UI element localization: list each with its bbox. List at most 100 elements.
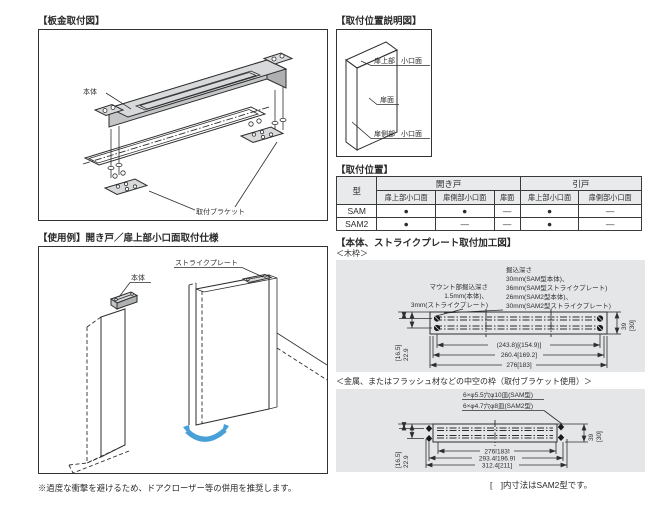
machining-title: 【本体、ストライクプレート取付加工図】 (336, 238, 517, 249)
door-jamb (188, 282, 197, 425)
body-leader-line (105, 92, 132, 110)
horizontal-dimensions: 276[183] 293.4[196.9] 312.4[211] (425, 439, 568, 470)
svg-text:30mm(SAM2型ストライクプレート): 30mm(SAM2型ストライクプレート) (506, 301, 611, 310)
top-edge-leader (360, 60, 430, 66)
strike-plate-label: ストライクプレート (175, 259, 238, 267)
hole-spec-labels: 6×φ5.5穴φ10皿(SAM型) 6×φ4.7穴φ8皿(SAM2型) (462, 390, 563, 425)
body-label: 本体 (131, 273, 145, 282)
table-row-sam: SAM ● ● — ● — (335, 204, 642, 218)
hole-spec-sam2: 6×φ4.7穴φ8皿(SAM2型) (463, 401, 533, 410)
dim-left-b: 22.9 (403, 455, 410, 468)
svg-text:36mm(SAM型ストライクプレート): 36mm(SAM型ストライクプレート) (506, 283, 607, 292)
mark-cell: ● (519, 217, 580, 231)
hollow-frame-caption: ＜金属、またはフラッシュ材などの中空の枠（取付ブラケット使用）＞ (336, 377, 592, 386)
mark-cell: — (434, 217, 495, 231)
dim-outer-span: 276[183] (506, 362, 531, 369)
sheet-metal-diagram-frame: 本体 取付ブラケット (38, 29, 328, 221)
dim-left-a: [16.5] (395, 345, 402, 361)
mark-cell: ● (376, 217, 436, 231)
pos-explain-diagram: 扉上部 小口面 扉面 扉側部 小口面 (345, 41, 430, 151)
subcol-side-edge-sliding: 扉側部小口面 (578, 190, 642, 205)
mounting-bracket-left (103, 170, 149, 196)
hollow-frame-panel: 6×φ5.5穴φ10皿(SAM型) 6×φ4.7穴φ8皿(SAM2型) 276[… (336, 389, 645, 472)
dim-left-a: [16.5] (395, 452, 402, 468)
svg-text:3mm(ストライクプレート): 3mm(ストライクプレート) (411, 301, 488, 309)
strike-plate (241, 273, 273, 284)
svg-text:1.5mm(本体)、: 1.5mm(本体)、 (444, 291, 488, 300)
pos-explain-title: 【取付位置説明図】 (336, 16, 422, 27)
table-header-row-groups: 型 開き戸 引戸 (335, 176, 643, 205)
left-vertical-dimensions: [16.5] 22.9 (395, 422, 433, 468)
dim-hole-span: (243.8)[(154.9)] (497, 342, 542, 349)
svg-text:26mm(SAM2型本体)、: 26mm(SAM2型本体)、 (506, 292, 572, 301)
table-header-row-sub: 扉上部小口面 扉側部小口面 扉面 扉上部小口面 扉側部小口面 (337, 190, 642, 205)
subcol-face: 扉面 (493, 190, 521, 205)
mark-cell: ● (519, 204, 580, 218)
mark-cell: — (578, 204, 642, 218)
routing-depth-label: 掘込深さ 30mm(SAM型本体)、 36mm(SAM型ストライクプレート) 2… (443, 265, 611, 314)
body-label: 本体 (83, 87, 97, 96)
side-edge-leader (351, 121, 430, 139)
subcol-side-edge: 扉側部小口面 (434, 190, 495, 205)
mount-depth-label: マウント部掘込深さ 1.5mm(本体)、 3mm(ストライクプレート) (411, 282, 489, 317)
screw-marks (425, 423, 565, 442)
dim-left-b: 22.9 (403, 348, 410, 361)
strike-leader-line (174, 267, 264, 278)
model-cell: SAM (335, 204, 378, 218)
wood-frame-diagram: マウント部掘込深さ 1.5mm(本体)、 3mm(ストライクプレート) 掘込深さ… (395, 265, 636, 369)
mark-cell: — (578, 217, 642, 231)
col-header-model: 型 (335, 176, 378, 205)
dim-right-a: 39 (588, 433, 595, 441)
hollow-frame-diagram: 6×φ5.5穴φ10皿(SAM型) 6×φ4.7穴φ8皿(SAM2型) 276[… (395, 390, 603, 470)
dim-inner: 276[183] (484, 449, 509, 456)
pos-explain-frame: 扉上部 小口面 扉面 扉側部 小口面 (336, 29, 432, 157)
left-wall-panel (68, 291, 139, 473)
usage-note: ※過度な衝撃を避けるため、ドアクローザー等の併用を推奨します。 (38, 483, 297, 493)
pos-table-title: 【取付位置】 (336, 165, 394, 176)
bracket-label: 取付ブラケット (196, 207, 245, 216)
body-leader-line (118, 282, 151, 298)
svg-text:30mm(SAM型本体)、: 30mm(SAM型本体)、 (506, 274, 568, 283)
table-row-sam2: SAM2 ● — — ● — (335, 217, 642, 231)
bracket-dimension-note: [ ]内寸法はSAM2型です。 (490, 480, 592, 490)
dim-outer: 312.4[211] (482, 463, 512, 470)
frame-cutout-outline (82, 106, 270, 166)
door-panel (195, 273, 278, 426)
subcol-top-edge-sliding: 扉上部小口面 (519, 190, 580, 205)
mount-position-table: 型 開き戸 引戸 扉上部小口面 扉側部小口面 扉面 扉上部小口面 扉側部小口面 … (335, 176, 643, 231)
horizontal-dimensions: (243.8)[(154.9)] 260.4[169.2] 276[183] (429, 334, 608, 369)
door-slab (345, 41, 398, 151)
door-top-label: 扉上部 (374, 56, 395, 65)
mark-cell: ● (434, 204, 495, 218)
door-side-label2: 小口面 (401, 129, 422, 138)
col-header-sliding-door: 引戸 (519, 176, 643, 191)
door-top-label2: 小口面 (401, 56, 422, 65)
svg-text:掘込深さ: 掘込深さ (506, 265, 532, 274)
usage-diagram-frame: ストライクプレート 本体 (38, 246, 328, 474)
sheet-metal-title: 【板金取付図】 (38, 16, 105, 27)
face-leader (368, 97, 399, 105)
mark-cell: ● (376, 204, 436, 218)
body-unit (109, 291, 139, 310)
dim-mid: 293.4[196.9] (479, 456, 515, 463)
col-header-hinged-door: 開き戸 (376, 176, 521, 191)
right-vertical-dimension: 39 [30] (607, 311, 636, 335)
sheet-metal-diagram: 本体 取付ブラケット (82, 52, 294, 216)
mark-cell: — (493, 217, 521, 231)
svg-text:マウント部掘込深さ: マウント部掘込深さ (430, 282, 489, 291)
bracket-leader-left (148, 190, 196, 211)
plate-outline (429, 311, 608, 335)
plate-centerlines (437, 420, 553, 446)
left-vertical-dimensions: [16.5] 22.9 (395, 311, 432, 361)
model-cell: SAM2 (335, 217, 378, 231)
swing-arrow-icon (183, 424, 229, 442)
mark-cell: — (493, 204, 521, 218)
wood-frame-panel: マウント部掘込深さ 1.5mm(本体)、 3mm(ストライクプレート) 掘込深さ… (336, 260, 645, 372)
plate-centerlines (435, 309, 602, 337)
usage-diagram: ストライクプレート 本体 (68, 259, 327, 473)
usage-title: 【使用例】開き戸／扉上部小口面取付仕様 (38, 233, 219, 244)
hole-spec-sam: 6×φ5.5穴φ10皿(SAM型) (463, 390, 533, 399)
screw-marks (433, 315, 604, 332)
door-side-label: 扉側部 (374, 129, 395, 138)
